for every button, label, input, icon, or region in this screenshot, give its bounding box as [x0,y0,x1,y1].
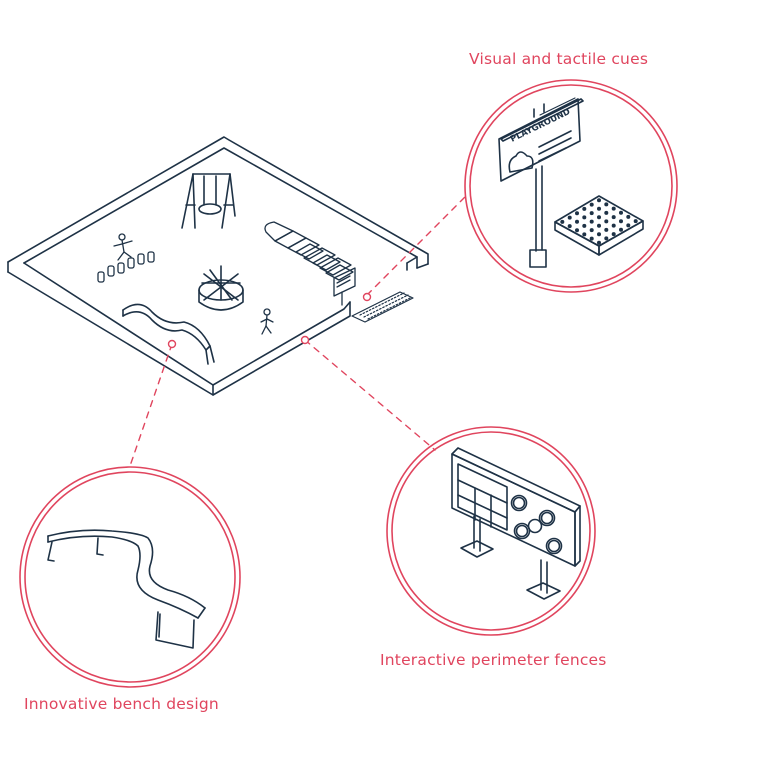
tactile-dot [575,228,579,233]
tactile-dot [611,215,616,220]
tactile-dot [604,227,609,232]
tactile-dot [626,223,631,228]
interactive-fence-panel-icon [451,447,581,600]
tactile-tile-icon [554,195,644,256]
anchor-points [167,292,372,349]
tactile-dot [611,206,616,211]
tactile-dot [611,232,616,237]
tactile-dot [589,219,594,224]
tactile-dot [589,236,594,241]
swing-set-icon [181,173,236,229]
merry-go-round-icon [198,265,244,311]
tactile-dot [611,223,616,228]
stepping-stones-icon [97,251,155,283]
tactile-dot [619,210,623,215]
tactile-dot [597,198,601,203]
tactile-dot [575,211,579,216]
child-figure-icon [260,308,274,335]
tactile-dot [604,236,609,241]
callout-label-interactive-fences: Interactive perimeter fences [380,651,607,669]
tactile-dot [604,210,609,215]
tactile-dot [626,214,631,219]
tactile-dot [589,211,594,216]
callout-label-bench-design: Innovative bench design [24,695,219,713]
tactile-dot [597,232,601,237]
tactile-dot [619,227,623,232]
tactile-dot [582,232,587,237]
tactile-paving-icon [351,291,414,323]
tactile-dot [582,223,587,228]
tactile-dot [597,223,601,228]
tactile-dot [589,202,594,207]
tactile-dot [604,202,609,207]
tactile-dot [597,215,601,220]
callout-label-visual-tactile: Visual and tactile cues [469,50,649,68]
playground-plan-icon [7,136,429,396]
callout-connectors [129,195,467,467]
tactile-dot [597,206,601,211]
child-figure-icon [113,233,133,261]
tactile-dot [589,228,594,233]
tactile-dot [582,206,587,211]
playground-sign-icon [333,267,356,306]
tactile-dot [597,240,601,245]
wavy-bench-detail [47,529,206,649]
hopscotch-icon [264,221,354,281]
tactile-dot [619,219,623,224]
tactile-dot [582,215,587,220]
tactile-dot [560,219,565,224]
tactile-dot [575,219,579,224]
tactile-dot [633,219,638,224]
playground-sign-detail [498,97,584,268]
wavy-bench-icon [122,303,215,365]
tactile-dot [567,215,572,220]
sign-text: PLAYGROUND [509,107,572,145]
callout-circles [19,79,678,688]
tactile-dot [567,224,572,229]
tactile-dot [604,219,609,224]
